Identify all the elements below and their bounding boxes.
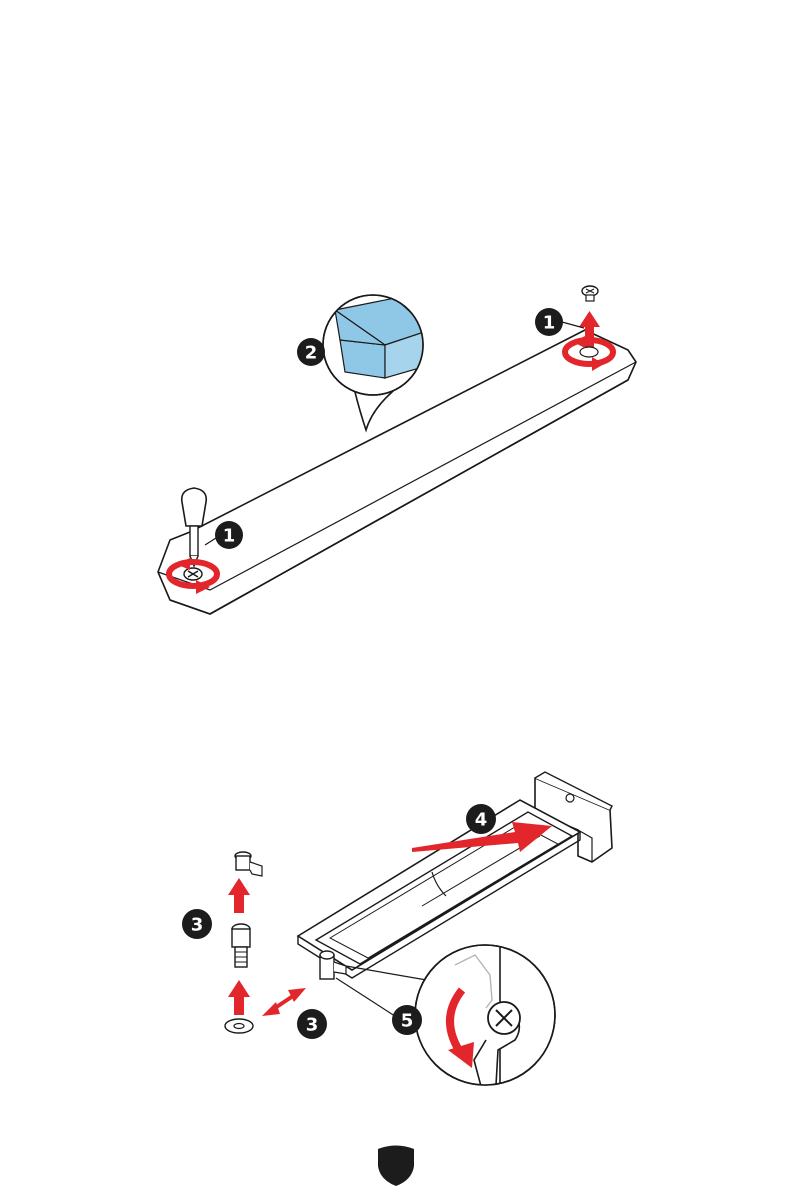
step-2-badge: 2	[297, 338, 325, 366]
up-arrow-icon	[228, 980, 250, 1015]
thermal-pad-icon	[335, 298, 430, 378]
step-3-label-lower: 3	[306, 1015, 319, 1036]
step-2-label: 2	[305, 343, 318, 364]
step-1-badge-left: 1	[215, 521, 243, 549]
thermal-pad-zoom	[323, 295, 430, 430]
up-arrow-icon	[228, 878, 250, 913]
washer-icon	[225, 1019, 253, 1033]
step-5-label: 5	[401, 1011, 414, 1032]
screw-icon	[582, 286, 598, 301]
latch-zoom	[415, 940, 555, 1100]
double-arrow-icon	[262, 988, 306, 1016]
step-3-badge-lower: 3	[297, 1009, 327, 1039]
step-3-label-upper: 3	[191, 915, 204, 936]
page-shield	[378, 1146, 414, 1187]
step-3-badge-upper: 3	[182, 909, 212, 939]
step-1-badge-right: 1	[535, 308, 563, 336]
m2-heatsink-top: 2 1	[158, 286, 636, 614]
step-1-label-right: 1	[543, 313, 556, 334]
step-5-badge: 5	[392, 1005, 422, 1035]
m2-ssd-install: 4	[182, 772, 612, 1100]
latch-icon	[235, 852, 262, 876]
step-1-label-left: 1	[223, 526, 236, 547]
step-4-badge: 4	[466, 804, 496, 834]
standoff-icon	[232, 924, 250, 967]
step-4-label: 4	[475, 810, 488, 831]
